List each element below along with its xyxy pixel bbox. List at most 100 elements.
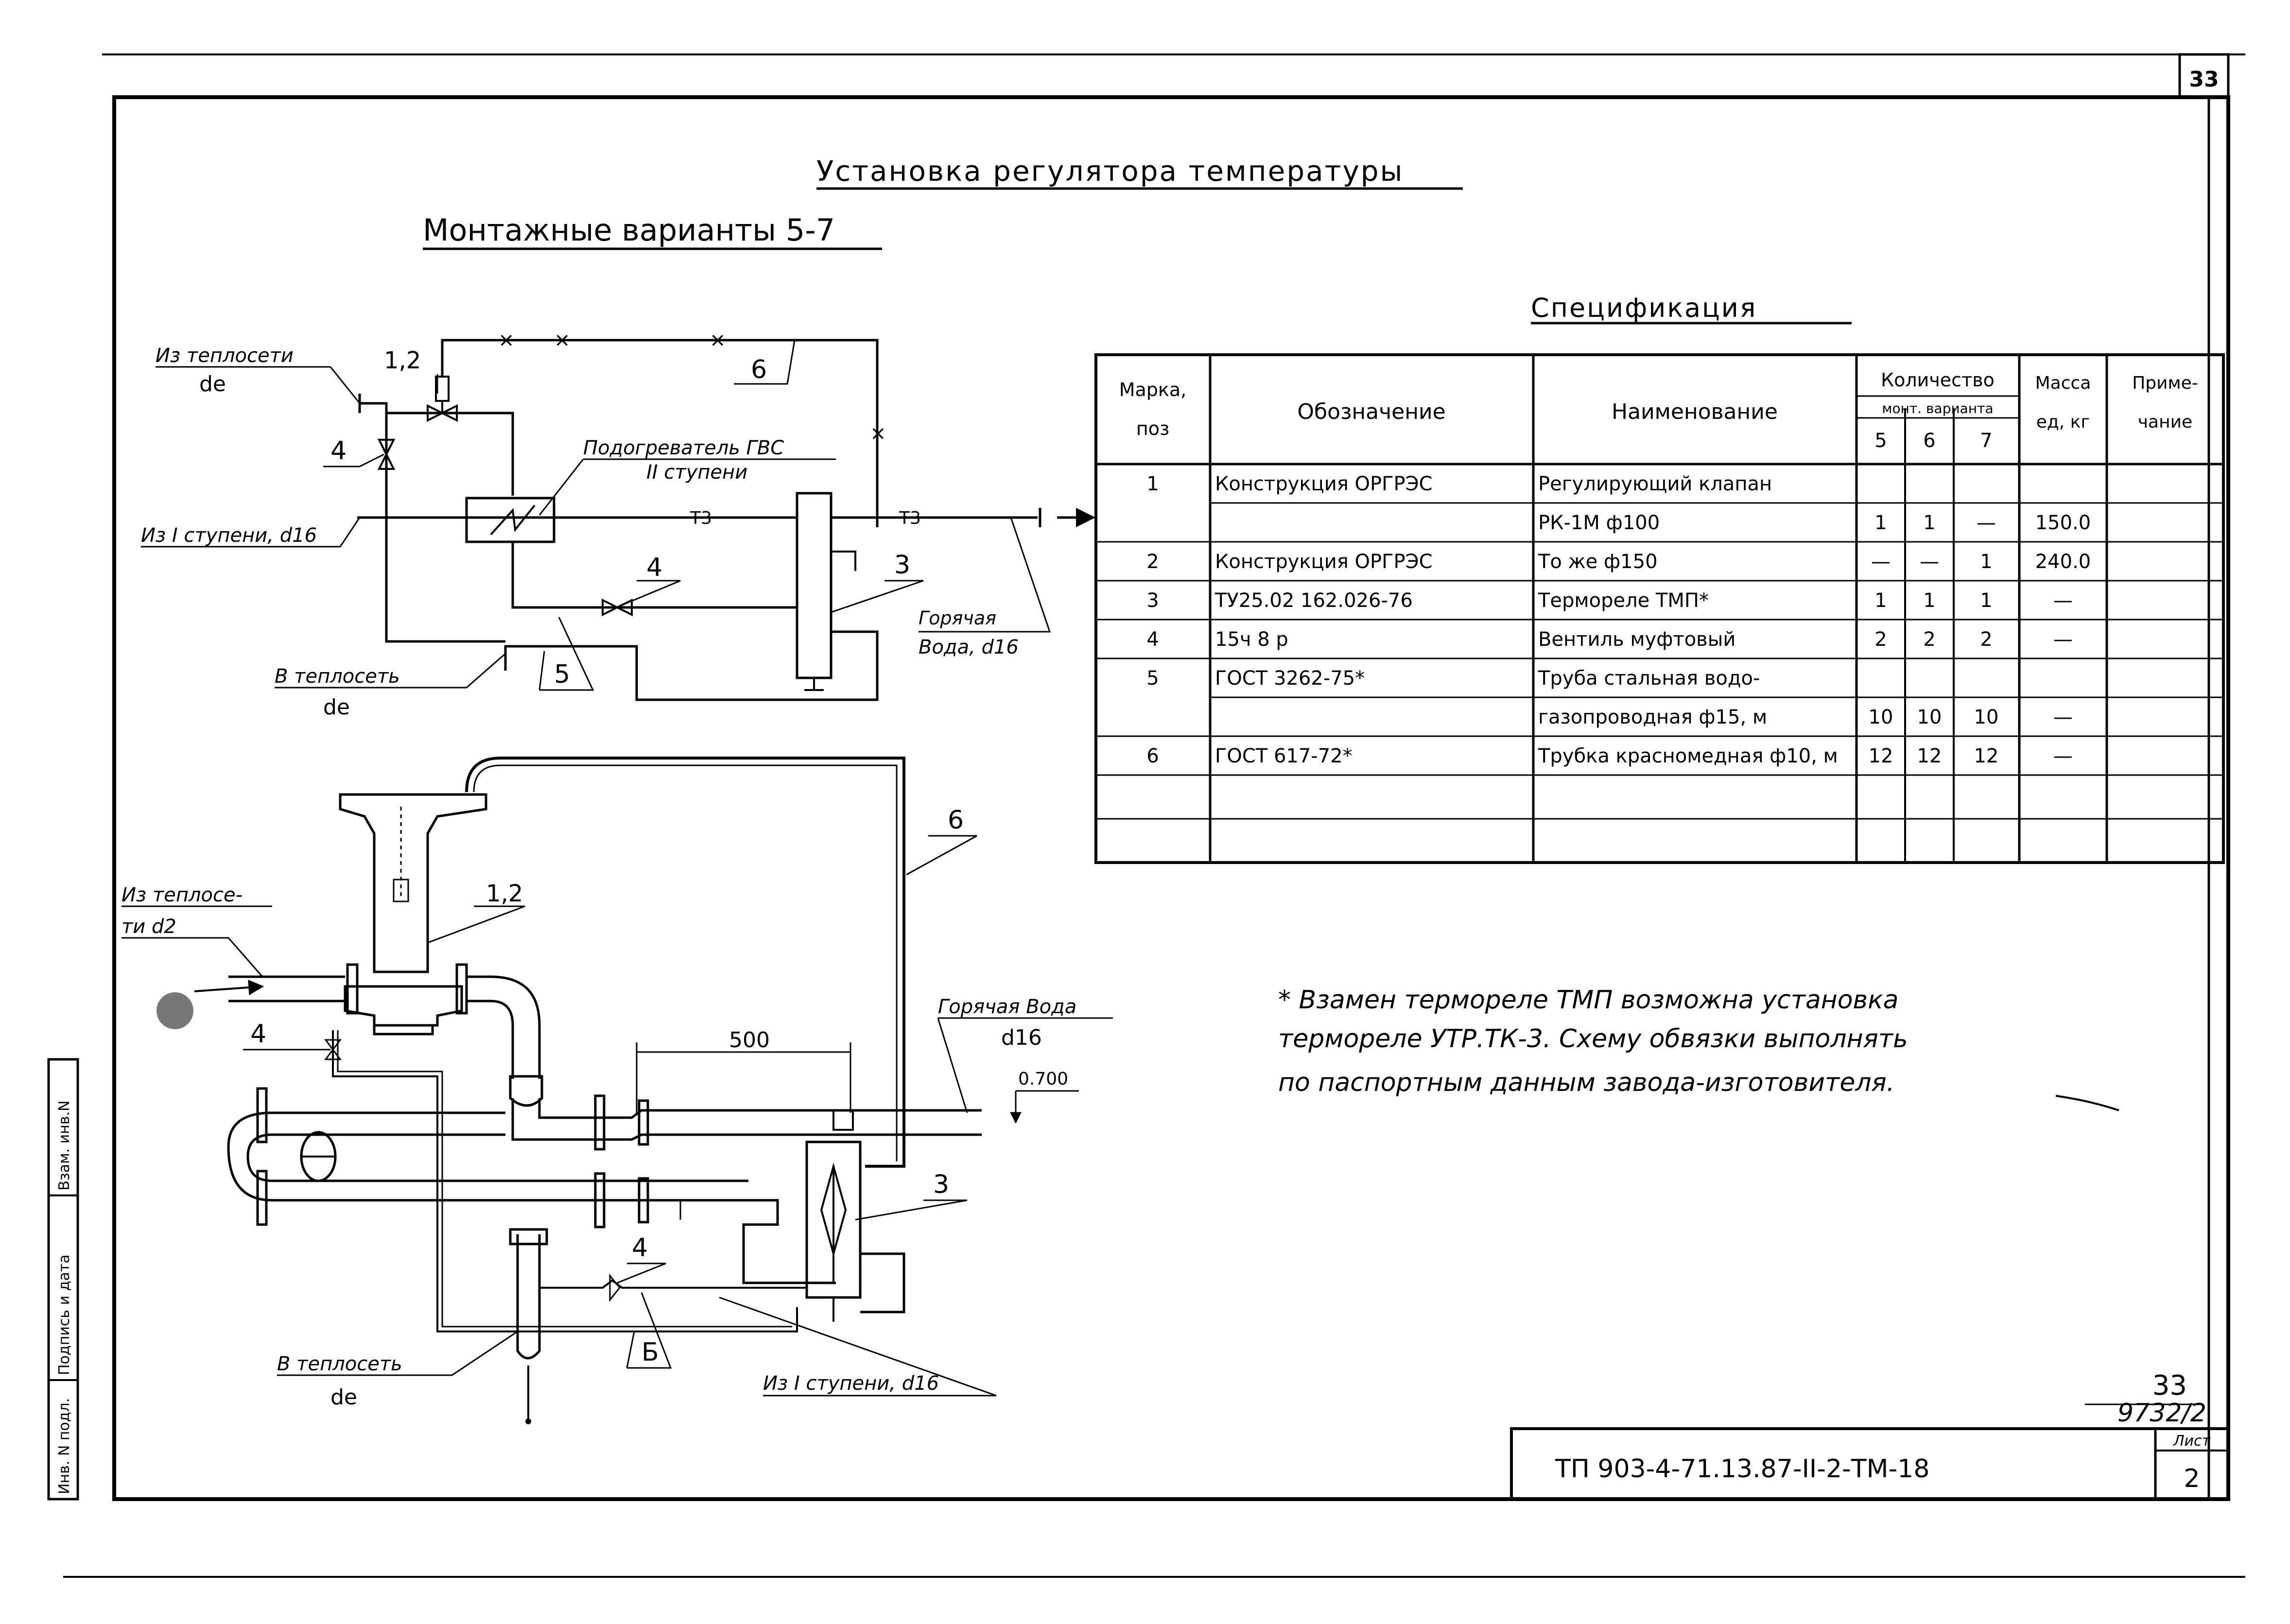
cell-v6: 10: [1917, 706, 1942, 728]
cell-mass: 240.0: [2035, 551, 2091, 573]
cell-v6: —: [1920, 551, 1939, 573]
footnote-line-1: * Взамен термореле ТМП возможна установк…: [1278, 985, 1898, 1015]
cell-mass: —: [2053, 745, 2073, 767]
title-block: [1510, 1427, 2230, 1501]
cell-designation: 15ч 8 р: [1215, 628, 1288, 651]
cell-v5: 10: [1869, 706, 1893, 728]
iso-from-stage: Из I ступени, d16: [763, 1372, 939, 1395]
spec-header-v5: 5: [1874, 430, 1887, 452]
iso-mark-3: 3: [933, 1170, 949, 1199]
heater-symbol: [465, 497, 555, 543]
scheme-t3-a: Т3: [690, 508, 712, 528]
cell-designation: Конструкция ОРГРЭС: [1215, 473, 1433, 495]
cell-name: РК-1М ф100: [1538, 512, 1660, 534]
spec-header-v6: 6: [1923, 430, 1935, 452]
regulating-valve-symbol: [427, 404, 445, 422]
cell-v5: 1: [1874, 589, 1887, 612]
cell-mark: 2: [1146, 551, 1159, 573]
cell-v5: 1: [1874, 512, 1887, 534]
footnote: * Взамен термореле ТМП возможна установк…: [1278, 985, 2119, 1111]
side-stamp-inv: Инв. N подл.: [56, 1398, 73, 1494]
cell-v6: 1: [1923, 589, 1935, 612]
side-stamp-sign: Подпись и дата: [56, 1255, 73, 1376]
scheme-mark-5: 5: [554, 660, 570, 689]
scheme-hot-water: Горячая: [919, 607, 996, 629]
cell-name: Вентиль муфтовый: [1538, 628, 1735, 651]
cell-mark: 3: [1146, 589, 1159, 612]
cell-designation: ГОСТ 3262-75*: [1215, 667, 1365, 690]
scheme-mark-6: 6: [751, 355, 767, 384]
cell-mark: 5: [1146, 667, 1159, 690]
cell-mass: —: [2053, 706, 2073, 728]
scheme-mark-3: 3: [894, 551, 910, 580]
drawing-subtitle: Монтажные варианты 5-7: [423, 212, 835, 248]
spec-header-qty-sub: монт. варианта: [1882, 400, 1993, 416]
cell-v5: 12: [1869, 745, 1893, 767]
spec-header-qty: Количество: [1881, 369, 1995, 391]
cell-v7: 10: [1974, 706, 1999, 728]
spec-header-v7: 7: [1980, 430, 1992, 452]
spec-table-row: РК-1М ф100 1 1 — 150.0: [1538, 512, 2091, 534]
scheme-hot-water-2: Вода, d16: [919, 636, 1019, 658]
sheet-frame: [63, 53, 2245, 1578]
scheme-to-network: В теплосеть: [275, 665, 400, 688]
cell-v5: —: [1871, 551, 1891, 573]
scheme-mark-4a: 4: [330, 436, 347, 466]
cell-mark: 4: [1146, 628, 1159, 651]
iso-mark-6: 6: [948, 806, 964, 835]
cell-name: газопроводная ф15, м: [1538, 706, 1767, 728]
cell-mass: —: [2053, 628, 2073, 651]
side-stamp: Инв. N подл. Подпись и дата Взам. инв.N: [47, 1058, 79, 1501]
cell-v6: 2: [1923, 628, 1935, 651]
iso-mark-12: 1,2: [486, 880, 523, 907]
specification-table: [1094, 353, 2225, 864]
cell-mass: —: [2053, 589, 2073, 612]
iso-hot-water: Горячая Вода: [938, 996, 1076, 1018]
cell-designation: Конструкция ОРГРЭС: [1215, 551, 1433, 573]
iso-hot-water-d: d16: [1001, 1025, 1042, 1050]
cell-name: Регулирующий клапан: [1538, 473, 1772, 495]
svg-text:×: ×: [554, 329, 571, 351]
piping-schematic: × × × × Т3 Т3 1,2: [141, 329, 1095, 720]
stamp-number: 33: [2152, 1370, 2187, 1401]
scheme-mark-4b: 4: [646, 553, 662, 582]
spec-header-note: Приме-чание: [2132, 373, 2198, 432]
sheet-label: Лист: [2173, 1433, 2211, 1450]
iso-mark-4b: 4: [632, 1233, 648, 1262]
stamp-sub: 9732/2: [2117, 1399, 2206, 1428]
cell-mass: 150.0: [2035, 512, 2091, 534]
scheme-heater: Подогреватель ГВС: [583, 437, 784, 459]
svg-text:×: ×: [710, 329, 726, 351]
cell-v7: 12: [1974, 745, 1999, 767]
network-connection-blob: [156, 992, 193, 1029]
thermo-relay-symbol: [796, 492, 833, 679]
cell-name: Труба стальная водо-: [1538, 667, 1760, 690]
scheme-t3-b: Т3: [899, 508, 921, 528]
scheme-to-network-d: dе: [323, 695, 350, 720]
spec-title: Спецификация: [1531, 293, 1757, 323]
cell-v7: 2: [1980, 628, 1992, 651]
drawing-title: Установка регулятора температуры: [816, 155, 1404, 188]
scheme-heater-stage: II ступени: [646, 461, 747, 484]
spec-table-row: 5 ГОСТ 3262-75* Труба стальная водо-: [1146, 667, 1760, 690]
cell-designation: ГОСТ 617-72*: [1215, 745, 1353, 767]
cell-mark: 6: [1146, 745, 1159, 767]
cell-name: Термореле ТМП*: [1538, 589, 1709, 612]
iso-dim-700: 0.700: [1018, 1069, 1068, 1089]
cell-v6: 1: [1923, 512, 1935, 534]
valve-body: [344, 985, 463, 1027]
spec-table-row: газопроводная ф15, м 10 10 10 —: [1538, 706, 2073, 728]
side-stamp-replace: Взам. инв.N: [56, 1101, 73, 1191]
cell-v7: —: [1977, 512, 1996, 534]
iso-to-network-d: dе: [330, 1385, 357, 1410]
u-bend-pipe: [227, 1111, 748, 1202]
shutoff-valve-symbol: [377, 439, 396, 457]
cell-v7: 1: [1980, 589, 1992, 612]
cell-v6: 12: [1917, 745, 1942, 767]
